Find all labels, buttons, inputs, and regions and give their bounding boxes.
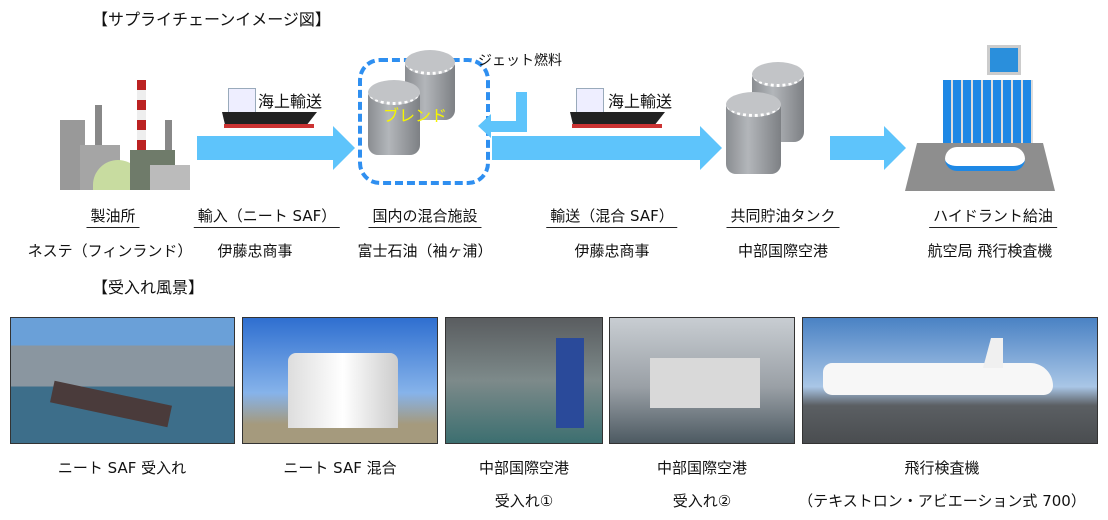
flow-arrow: [830, 126, 906, 170]
step-sub-hydrant: 航空局 飛行検査機: [927, 242, 1053, 260]
blend-label: ブレンド: [383, 106, 448, 125]
tank-icon: [368, 80, 420, 155]
sea-transport-label: 海上輸送: [608, 92, 673, 111]
photo-chubu-reception-2: [609, 317, 795, 444]
step-label-blending: 国内の混合施設: [368, 207, 482, 228]
jet-fuel-arrow-segment: [490, 121, 527, 132]
step-sub-import: 伊藤忠商事: [217, 242, 293, 260]
supply-chain-title: 【サプライチェーンイメージ図】: [92, 10, 331, 29]
step-sub-refinery: ネステ（フィンランド）: [27, 242, 193, 260]
ship-icon: [220, 82, 320, 130]
step-label-refinery: 製油所: [86, 207, 140, 228]
photo-caption: 飛行検査機: [904, 459, 980, 477]
flow-arrow: [197, 126, 355, 170]
jet-fuel-label: ジェット燃料: [478, 53, 562, 69]
tank-icon: [726, 92, 781, 174]
step-label-storage: 共同貯油タンク: [726, 207, 840, 228]
photo-flight-inspection-aircraft: [802, 317, 1098, 444]
photo-caption-line2: （テキストロン・アビエーション式 700）: [798, 492, 1086, 510]
photo-caption: 中部国際空港: [656, 459, 748, 477]
airport-icon: [905, 35, 1055, 192]
flow-arrow: [492, 126, 722, 170]
reception-title: 【受入れ風景】: [92, 278, 205, 297]
step-sub-transport: 伊藤忠商事: [574, 242, 650, 260]
photo-caption-line2: 受入れ②: [672, 492, 732, 510]
photo-caption: ニート SAF 混合: [283, 459, 397, 477]
refinery-icon: [55, 80, 190, 190]
photo-caption: 中部国際空港: [478, 459, 570, 477]
step-sub-storage: 中部国際空港: [737, 242, 829, 260]
photo-neat-saf-reception: [10, 317, 235, 444]
photo-caption-line2: 受入れ①: [494, 492, 554, 510]
step-sub-blending: 富士石油（袖ヶ浦）: [357, 242, 493, 260]
photo-caption: ニート SAF 受入れ: [57, 459, 187, 477]
sea-transport-label: 海上輸送: [258, 92, 323, 111]
step-label-transport: 輸送（混合 SAF）: [546, 207, 678, 228]
jet-fuel-arrowhead: [478, 114, 491, 138]
step-label-hydrant: ハイドラント給油: [929, 207, 1057, 228]
photo-neat-saf-blending: [242, 317, 438, 444]
jet-fuel-arrow: [516, 92, 527, 132]
photo-chubu-reception-1: [445, 317, 603, 444]
step-label-import: 輸入（ニート SAF）: [193, 207, 341, 228]
ship-icon: [568, 82, 668, 130]
